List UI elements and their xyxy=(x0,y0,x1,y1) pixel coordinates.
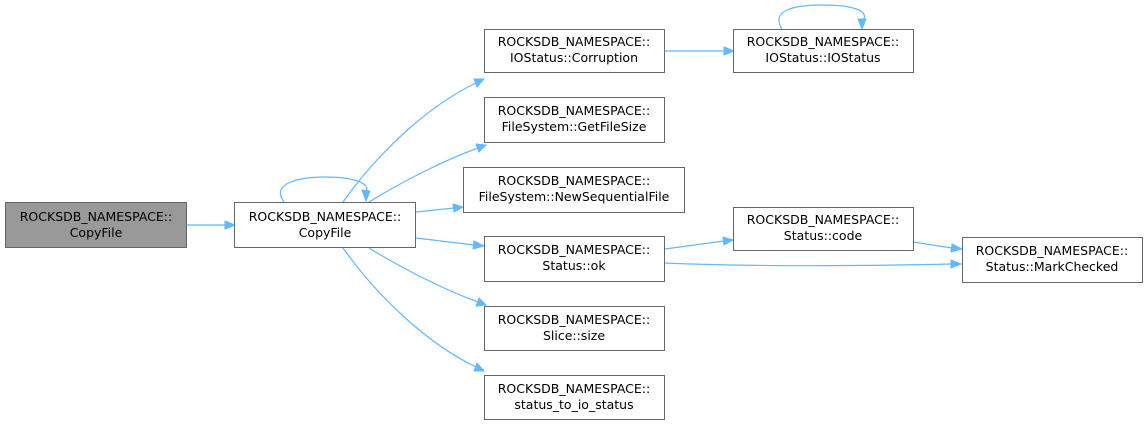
arrow-copyfile-to-statusok xyxy=(472,240,486,250)
node-label-line1: ROCKSDB_NAMESPACE:: xyxy=(747,34,899,49)
arrow-statusok-to-markchecked xyxy=(950,259,963,269)
arrow-statusok-to-statuscode xyxy=(722,236,735,246)
arrow-copyfile-to-statustoio xyxy=(473,362,486,372)
edge-copyfile-self xyxy=(280,176,368,203)
arrow-corruption-to-iostatus xyxy=(723,46,736,56)
node-root-copyfile[interactable]: ROCKSDB_NAMESPACE:: CopyFile xyxy=(5,202,187,248)
node-label-line2: Status::ok xyxy=(542,258,606,273)
node-label-line2: Slice::size xyxy=(543,328,605,343)
node-label-line1: ROCKSDB_NAMESPACE:: xyxy=(498,173,650,188)
node-label-line2: Status::MarkChecked xyxy=(986,259,1119,274)
node-label-line2: status_to_io_status xyxy=(514,397,633,412)
arrow-root-to-copyfile xyxy=(224,220,237,230)
node-label-line1: ROCKSDB_NAMESPACE:: xyxy=(498,34,650,49)
node-label-line2: IOStatus::IOStatus xyxy=(765,50,880,65)
edge-copyfile-to-slicesize xyxy=(368,247,479,303)
edge-copyfile-to-newseqfile xyxy=(415,207,455,213)
arrow-copyfile-to-slicesize xyxy=(475,297,488,307)
edge-copyfile-to-statusok xyxy=(415,237,475,246)
arrow-copyfile-self xyxy=(361,189,371,203)
node-label-line1: ROCKSDB_NAMESPACE:: xyxy=(249,209,401,224)
node-label-line2: Status::code xyxy=(784,228,863,243)
node-status-code[interactable]: ROCKSDB_NAMESPACE:: Status::code xyxy=(733,207,914,251)
node-label-line2: FileSystem::NewSequentialFile xyxy=(479,189,670,204)
edge-statusok-to-statuscode xyxy=(664,240,725,250)
node-label-line2: CopyFile xyxy=(299,225,352,240)
arrow-statuscode-to-markchecked xyxy=(950,243,964,253)
edges xyxy=(187,4,964,372)
node-label-line1: ROCKSDB_NAMESPACE:: xyxy=(20,209,172,224)
edge-statusok-to-markchecked xyxy=(664,262,952,267)
node-slice-size[interactable]: ROCKSDB_NAMESPACE:: Slice::size xyxy=(484,306,665,351)
node-filesystem-newsequentialfile[interactable]: ROCKSDB_NAMESPACE:: FileSystem::NewSeque… xyxy=(463,167,685,213)
node-status-markchecked[interactable]: ROCKSDB_NAMESPACE:: Status::MarkChecked xyxy=(962,237,1143,283)
arrow-copyfile-to-corruption xyxy=(473,78,486,88)
arrow-iostatus-self xyxy=(857,18,867,31)
node-iostatus-iostatus[interactable]: ROCKSDB_NAMESPACE:: IOStatus::IOStatus xyxy=(733,29,914,73)
edge-statuscode-to-markchecked xyxy=(912,241,953,249)
arrow-copyfile-to-newseqfile xyxy=(452,203,465,213)
edge-copyfile-to-getfilesize xyxy=(368,147,479,203)
node-iostatus-corruption[interactable]: ROCKSDB_NAMESPACE:: IOStatus::Corruption xyxy=(484,29,665,73)
node-label-line1: ROCKSDB_NAMESPACE:: xyxy=(498,381,650,396)
node-label-line2: IOStatus::Corruption xyxy=(510,50,638,65)
node-label-line1: ROCKSDB_NAMESPACE:: xyxy=(498,103,650,118)
edge-copyfile-to-corruption xyxy=(342,82,477,203)
node-label-line1: ROCKSDB_NAMESPACE:: xyxy=(976,243,1128,258)
node-status-to-io-status[interactable]: ROCKSDB_NAMESPACE:: status_to_io_status xyxy=(484,375,665,420)
node-label-line2: CopyFile xyxy=(70,225,123,240)
arrow-copyfile-to-getfilesize xyxy=(475,143,488,153)
node-filesystem-getfilesize[interactable]: ROCKSDB_NAMESPACE:: FileSystem::GetFileS… xyxy=(484,97,665,143)
node-label-line1: ROCKSDB_NAMESPACE:: xyxy=(498,312,650,327)
node-label-line1: ROCKSDB_NAMESPACE:: xyxy=(498,242,650,257)
node-label-line2: FileSystem::GetFileSize xyxy=(502,119,647,134)
node-status-ok[interactable]: ROCKSDB_NAMESPACE:: Status::ok xyxy=(484,236,665,282)
edge-iostatus-self xyxy=(778,4,865,30)
node-copyfile[interactable]: ROCKSDB_NAMESPACE:: CopyFile xyxy=(234,202,416,248)
node-label-line1: ROCKSDB_NAMESPACE:: xyxy=(747,212,899,227)
edge-copyfile-to-statustoio xyxy=(342,247,477,368)
